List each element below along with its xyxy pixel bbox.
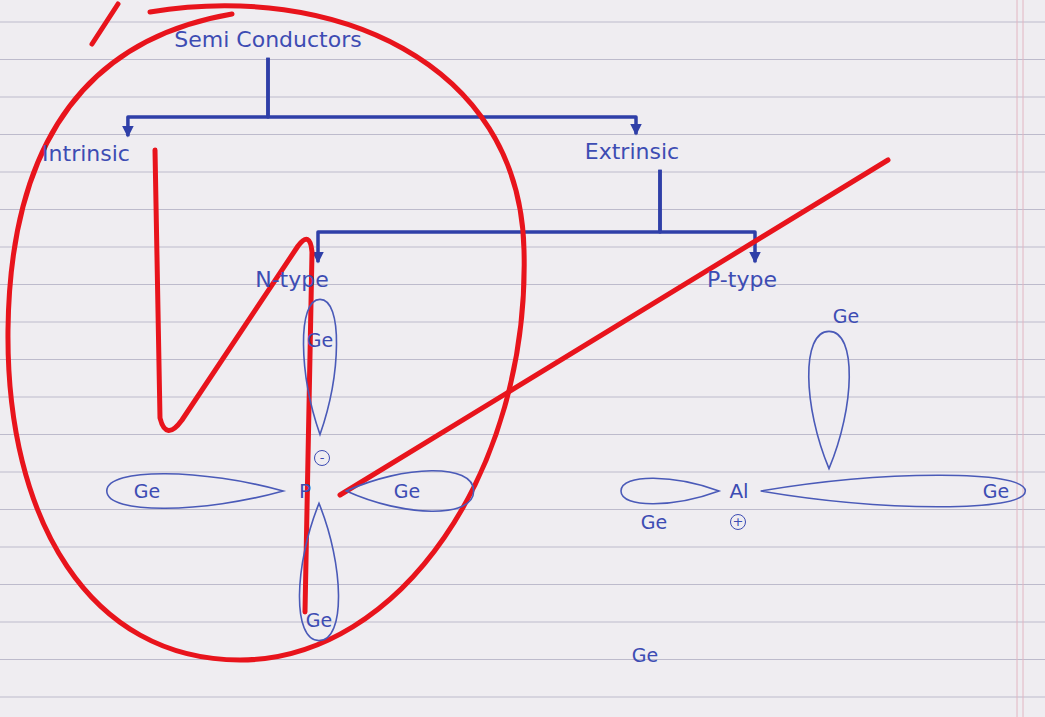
bond-lobe-outline <box>802 330 856 470</box>
charge-sign: + <box>730 514 746 530</box>
bond-lobe: Ge <box>298 298 342 436</box>
atom-symbol: Ge <box>983 480 1009 502</box>
ruled-line <box>0 509 1045 510</box>
ruled-line <box>0 22 1045 23</box>
ruled-line <box>0 134 1045 135</box>
red-stroke <box>92 4 118 44</box>
bond-lobe: Ge <box>620 474 720 508</box>
atom-symbol: Ge <box>134 480 160 502</box>
heading-text: P-type <box>707 267 777 292</box>
ruled-line <box>0 97 1045 98</box>
margin-line <box>1023 0 1024 717</box>
tree-connector <box>268 58 636 135</box>
charge-sign: - <box>314 450 330 466</box>
red-loop <box>8 6 524 660</box>
bond-lobe: Ge <box>293 502 345 642</box>
ruled-line <box>0 397 1045 398</box>
ruled-line <box>0 434 1045 435</box>
ruled-line <box>0 659 1045 660</box>
heading-text: Intrinsic <box>42 141 130 166</box>
bond-lobe-shape <box>299 503 338 640</box>
bond-lobe: Ge <box>105 468 285 514</box>
atom-symbol: Ge <box>833 305 859 327</box>
red-stroke <box>340 160 888 495</box>
atom-symbol: P <box>299 479 311 503</box>
bond-lobe-shape <box>303 299 336 434</box>
tree-heading: Extrinsic <box>581 137 683 166</box>
heading-text: N-type <box>255 267 329 292</box>
bond-lobe-outline <box>105 468 285 514</box>
red-zigzag <box>155 150 312 612</box>
tree-heading: P-type <box>703 265 781 294</box>
atom-symbol: Ge <box>632 644 658 666</box>
bond-lobe-shape <box>107 474 283 509</box>
atom-symbol: Ge <box>394 480 420 502</box>
tree-connector <box>318 170 660 263</box>
bond-lobe-outline <box>620 474 720 508</box>
ruled-line <box>0 59 1045 60</box>
bond-lobe-shape <box>809 331 850 468</box>
ruled-line <box>0 584 1045 585</box>
ruled-line <box>0 472 1045 473</box>
bond-lobe-shape <box>621 478 719 504</box>
atom-symbol: Ge <box>306 609 332 631</box>
ruled-line <box>0 697 1045 698</box>
atom-symbol: Al <box>729 479 748 503</box>
tree-heading: Intrinsic <box>38 139 134 168</box>
bond-lobe: Ge <box>345 464 475 518</box>
tree-heading: Semi Conductors <box>170 25 365 54</box>
atom-symbol: Ge <box>307 329 333 351</box>
bond-lobe: Ge <box>758 470 1028 512</box>
heading-text: Semi Conductors <box>174 27 361 52</box>
bond-lobe-outline <box>298 298 342 436</box>
margin-line <box>1017 0 1018 717</box>
tree-connector <box>128 58 268 137</box>
bond-lobe: Ge <box>802 330 856 470</box>
atom-symbol: Ge <box>641 511 667 533</box>
ruled-line <box>0 622 1045 623</box>
bond-lobe-shape <box>346 471 473 512</box>
ruled-line <box>0 547 1045 548</box>
bond-lobe-shape <box>761 475 1026 507</box>
heading-text: Extrinsic <box>585 139 679 164</box>
tree-heading: N-type <box>251 265 333 294</box>
